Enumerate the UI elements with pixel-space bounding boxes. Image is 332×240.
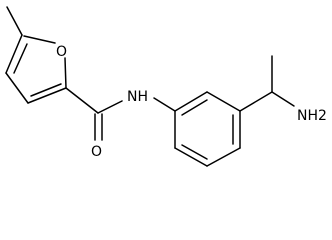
- bond-ring-2: [174, 147, 208, 167]
- atom-label-o-carbonyl: O: [91, 144, 102, 160]
- bond-ring-2-inner: [181, 144, 208, 160]
- bond-c2-carbonyl: [65, 87, 99, 114]
- bond-n-cipso: [153, 97, 176, 112]
- bond-c3-c2-inner: [30, 83, 62, 97]
- bond-carbonyl-n: [97, 100, 123, 114]
- atom-label-n-amide: NH: [127, 89, 148, 105]
- bond-ch-nh2: [271, 91, 295, 107]
- bond-ring-ch: [239, 91, 273, 112]
- bond-ring-5: [206, 91, 241, 112]
- structure-diagram: O NH O NH2: [5, 6, 327, 167]
- atom-label-o-ring: O: [56, 44, 67, 60]
- molecule-drawing: O NH O NH2: [5, 6, 327, 167]
- bond-ring-6: [174, 91, 208, 112]
- bond-ring-6-inner: [181, 99, 208, 116]
- bond-c4-c3: [5, 72, 29, 104]
- bond-ring-3: [206, 147, 241, 167]
- bond-c2-o1: [64, 57, 67, 89]
- bond-c5-c4-inner: [13, 43, 28, 74]
- bond-methyl-c5: [6, 6, 23, 36]
- bond-c3-c2: [27, 87, 67, 104]
- atom-label-n-amine: NH2: [297, 108, 327, 124]
- bond-c5-c4: [5, 34, 23, 74]
- bond-o1-c5: [23, 35, 56, 44]
